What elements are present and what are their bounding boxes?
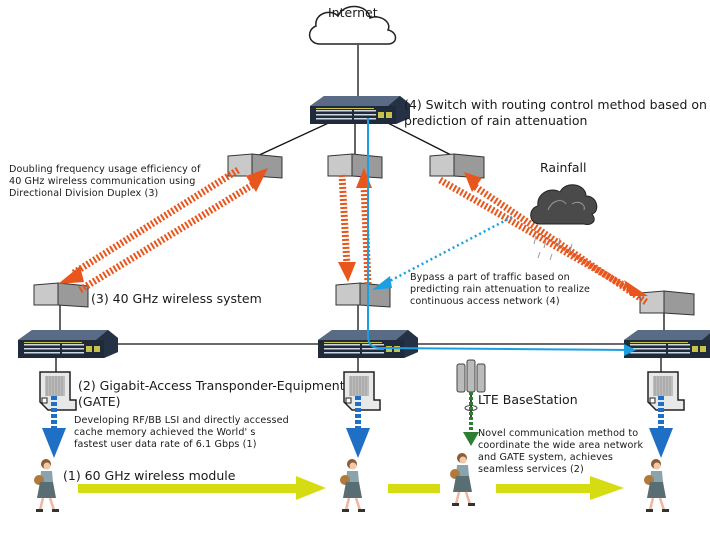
arrowhead-icon <box>624 280 648 296</box>
wire-core-left-panel <box>254 119 336 158</box>
wireless-module-label: (1) 60 GHz wireless module <box>63 468 236 483</box>
cell-tower-icon[interactable] <box>456 359 486 420</box>
person-walking-icon <box>32 457 61 514</box>
internet-label: Internet <box>328 5 378 20</box>
wireless-system-label: (3) 40 GHz wireless system <box>91 291 262 306</box>
arrowhead-icon <box>590 476 624 500</box>
movement-arrow-1 <box>78 484 298 493</box>
arrowhead-icon <box>58 266 84 284</box>
arrowhead-icon <box>649 428 673 458</box>
rain-cloud-icon <box>530 184 598 261</box>
arrowhead-icon <box>372 276 392 290</box>
antenna-panel-icon[interactable] <box>429 153 485 179</box>
antenna-panel-icon[interactable] <box>327 153 383 179</box>
cloud-icon <box>308 5 397 45</box>
arrowhead-icon <box>42 428 66 458</box>
person-walking-icon <box>448 451 477 508</box>
lte-label: LTE BaseStation <box>478 392 578 407</box>
wireless-link-mid-down <box>338 174 351 267</box>
rainfall-label: Rainfall <box>540 160 587 175</box>
wireless-link-left-up <box>78 181 256 293</box>
movement-arrows <box>78 476 624 500</box>
gate-rate-annotation: Developing RF/BB LSI and directly access… <box>74 415 289 450</box>
person-walking-icon <box>338 457 367 514</box>
wireless-link-right-down <box>438 176 634 294</box>
arrowhead-icon <box>624 344 636 356</box>
gate-device-icon[interactable] <box>39 371 77 411</box>
wireless-arrowheads <box>58 168 648 296</box>
right-switch-icon[interactable] <box>624 330 710 358</box>
core-switch-label: (4) Switch with routing control method b… <box>404 97 707 128</box>
arrowhead-icon <box>463 432 479 446</box>
gate-device-icon[interactable] <box>343 371 381 411</box>
wireless-link-left-down <box>70 167 240 277</box>
movement-arrow-2 <box>388 484 440 493</box>
arrowhead-icon <box>346 428 370 458</box>
wire-core-right-panel <box>377 117 456 158</box>
arrowhead-icon <box>464 172 482 192</box>
gate-device-icon[interactable] <box>647 371 685 411</box>
left-switch-icon[interactable] <box>18 330 118 358</box>
gate-label: (2) Gigabit-Access Transponder-Equipment… <box>78 378 345 409</box>
wired-links <box>55 45 665 375</box>
antenna-panel-icon[interactable] <box>639 290 695 316</box>
bypass-path <box>367 118 631 351</box>
novel-annotation: Novel communication method to coordinate… <box>478 428 644 475</box>
arrowhead-icon <box>338 262 356 282</box>
ddd-annotation: Doubling frequency usage efficiency of 4… <box>9 164 201 199</box>
bypass-dotted-link <box>383 215 513 286</box>
person-walking-icon <box>642 457 671 514</box>
movement-arrow-3 <box>496 484 592 493</box>
core-switch-icon[interactable] <box>310 96 410 124</box>
wireless-link-right-up <box>472 183 648 305</box>
arrowhead-icon <box>246 168 268 192</box>
arrowhead-icon <box>296 476 326 500</box>
download-arrows <box>42 396 673 458</box>
bypass-annotation: Bypass a part of traffic based on predic… <box>410 272 591 307</box>
